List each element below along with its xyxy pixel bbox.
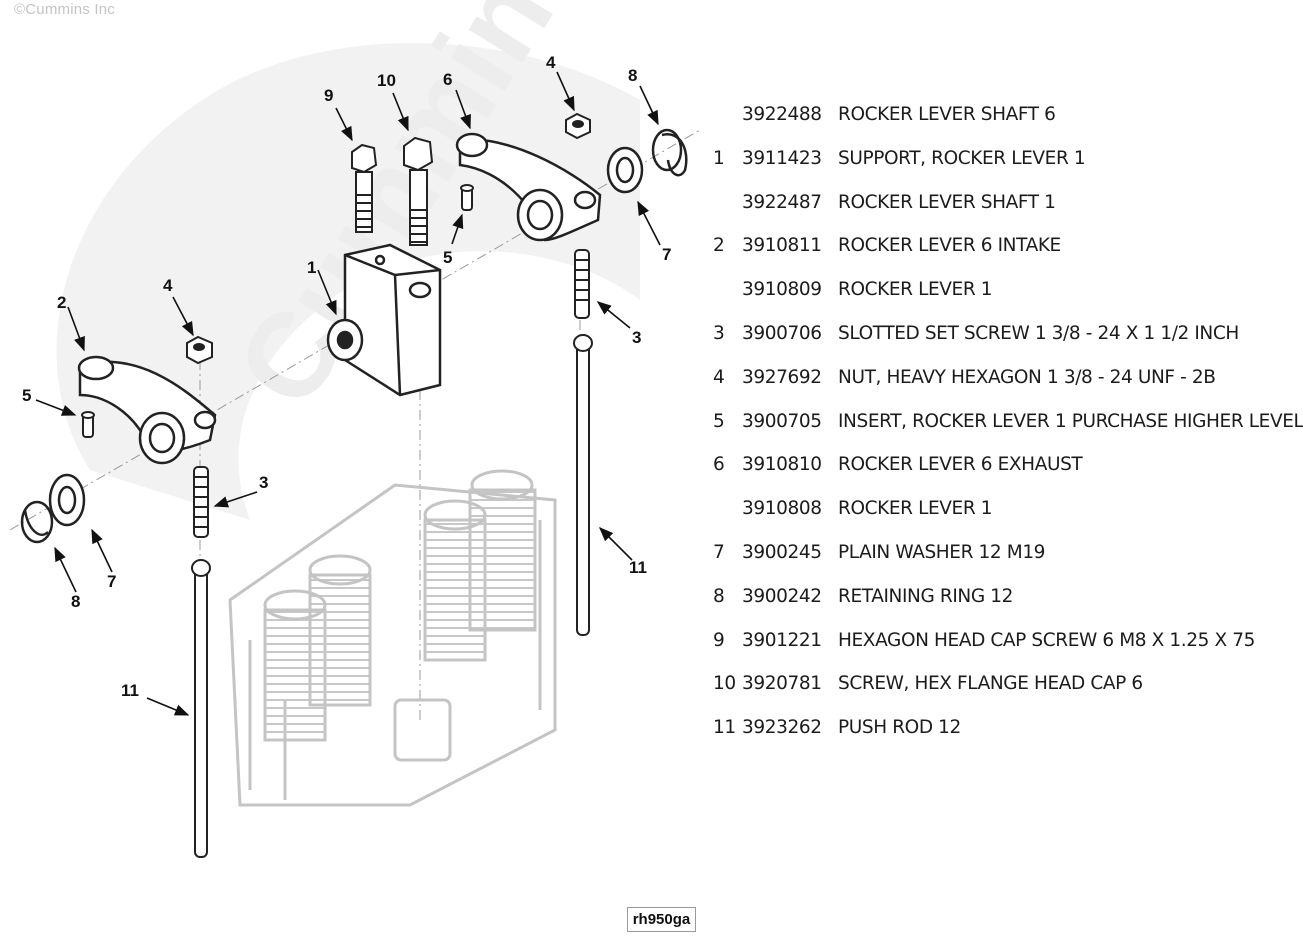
parts-list-row: 11 3923262 PUSH ROD 12 <box>706 709 1280 753</box>
part-description: ROCKER LEVER 6 INTAKE <box>838 235 1061 257</box>
callout-leaders <box>35 71 661 716</box>
heavy-hex-nut-left <box>186 335 213 365</box>
part-number: 3900705 <box>742 410 822 432</box>
part-ref-number: 2 <box>713 235 725 257</box>
part-number: 3910809 <box>742 279 822 301</box>
parts-list-row: 7 3900245 PLAIN WASHER 12 M19 <box>706 534 1280 578</box>
set-screw-right <box>574 249 590 319</box>
callout-label: 2 <box>57 293 66 312</box>
hex-cap-screw-9 <box>351 143 378 233</box>
part-number: 3923262 <box>742 717 822 739</box>
part-ref-number: 10 <box>713 673 736 695</box>
set-screw-left <box>193 466 209 538</box>
part-number: 3900242 <box>742 585 822 607</box>
part-description: HEXAGON HEAD CAP SCREW 6 M8 X 1.25 X 75 <box>838 629 1255 651</box>
part-description: RETAINING RING 12 <box>838 585 1013 607</box>
part-description: PUSH ROD 12 <box>838 717 961 739</box>
part-number: 3911423 <box>742 147 822 169</box>
parts-list-row: 3910808 ROCKER LEVER 1 <box>706 490 1280 534</box>
part-ref-number: 8 <box>713 585 725 607</box>
callout-label: 9 <box>324 86 333 105</box>
part-ref-number: 1 <box>713 147 725 169</box>
callout-label: 1 <box>307 258 316 277</box>
part-description: SCREW, HEX FLANGE HEAD CAP 6 <box>838 673 1143 695</box>
callout-label: 8 <box>628 66 637 85</box>
insert-right <box>460 184 474 211</box>
part-description: SLOTTED SET SCREW 1 3/8 - 24 X 1 1/2 INC… <box>838 322 1239 344</box>
part-number: 3900706 <box>742 322 822 344</box>
push-rod-right <box>573 334 593 636</box>
parts-list-row: 3922487 ROCKER LEVER SHAFT 1 <box>706 184 1280 228</box>
part-ref-number: 6 <box>713 454 725 476</box>
part-ref-number: 5 <box>713 410 725 432</box>
parts-list-row: 2 3910811 ROCKER LEVER 6 INTAKE <box>706 227 1280 271</box>
callout-label: 4 <box>546 53 556 72</box>
cylinder-head-outline <box>228 469 557 807</box>
part-description: ROCKER LEVER 6 EXHAUST <box>838 454 1083 476</box>
part-number: 3910810 <box>742 454 822 476</box>
figure-id-label: rh950ga <box>627 907 696 932</box>
parts-list-row: 6 3910810 ROCKER LEVER 6 EXHAUST <box>706 446 1280 490</box>
part-description: ROCKER LEVER SHAFT 6 <box>838 104 1056 125</box>
part-number: 3927692 <box>742 366 822 388</box>
washers-right <box>606 128 688 194</box>
part-description: NUT, HEAVY HEXAGON 1 3/8 - 24 UNF - 2B <box>838 366 1216 388</box>
parts-list: 3922488 ROCKER LEVER SHAFT 6 1 3911423 SUPPO… <box>706 96 1303 753</box>
callout-label: 5 <box>22 386 31 405</box>
callout-label: 7 <box>107 572 116 591</box>
rocker-lever-right <box>455 132 602 242</box>
part-number: 3901221 <box>742 629 822 651</box>
hex-flange-screw-10 <box>403 136 434 246</box>
part-number: 3920781 <box>742 673 822 695</box>
push-rod-left <box>191 559 211 858</box>
insert-left <box>81 411 95 438</box>
copyright-notice: ©Cummins Inc <box>14 1 115 18</box>
part-description: INSERT, ROCKER LEVER 1 PURCHASE HIGHER L… <box>838 410 1303 432</box>
callout-label: 3 <box>632 328 641 347</box>
part-number: 3900245 <box>742 541 822 563</box>
callout-numbers: 9 10 6 4 8 7 5 1 3 2 4 5 3 7 8 11 11 <box>22 53 671 700</box>
callout-label: 6 <box>443 70 452 89</box>
callout-label: 10 <box>377 71 396 90</box>
callout-label: 8 <box>71 592 80 611</box>
part-ref-number: 4 <box>713 366 725 388</box>
part-ref-number: 9 <box>713 629 725 651</box>
parts-list-row: 4 3927692 NUT, HEAVY HEXAGON 1 3/8 - 24 UN… <box>706 359 1280 403</box>
part-description: SUPPORT, ROCKER LEVER 1 <box>838 147 1086 169</box>
callout-label: 11 <box>121 681 139 700</box>
rocker-lever-support <box>326 243 442 397</box>
parts-list-row: 10 3920781 SCREW, HEX FLANGE HEAD CAP 6 <box>706 665 1280 709</box>
exploded-parts-diagram: Cummins <box>9 0 701 858</box>
parts-list-row: 9 3901221 HEXAGON HEAD CAP SCREW 6 M8 X 1.… <box>706 622 1280 666</box>
part-description: ROCKER LEVER 1 <box>838 498 993 520</box>
part-number: 3922488 <box>742 104 822 125</box>
rocker-lever-left <box>77 355 217 465</box>
parts-list-row: 1 3911423 SUPPORT, ROCKER LEVER 1 <box>706 140 1280 184</box>
part-ref-number: 3 <box>713 322 725 344</box>
callout-label: 3 <box>259 473 268 492</box>
part-description: PLAIN WASHER 12 M19 <box>838 541 1046 563</box>
heavy-hex-nut-right <box>565 112 591 140</box>
part-description: ROCKER LEVER SHAFT 1 <box>838 191 1056 213</box>
parts-list-row: 3922488 ROCKER LEVER SHAFT 6 <box>706 96 1280 140</box>
callout-label: 4 <box>163 276 173 295</box>
part-number: 3910811 <box>742 235 822 257</box>
callout-label: 7 <box>662 245 671 264</box>
parts-list-row: 3 3900706 SLOTTED SET SCREW 1 3/8 - 24 X 1… <box>706 315 1280 359</box>
callout-label: 11 <box>629 558 647 577</box>
part-ref-number: 7 <box>713 541 725 563</box>
part-number: 3910808 <box>742 498 822 520</box>
callout-label: 5 <box>443 248 452 267</box>
parts-list-row: 3910809 ROCKER LEVER 1 <box>706 271 1280 315</box>
part-description: ROCKER LEVER 1 <box>838 279 993 301</box>
washers-left <box>20 473 86 544</box>
parts-list-row: 8 3900242 RETAINING RING 12 <box>706 578 1280 622</box>
part-ref-number: 11 <box>713 717 736 739</box>
parts-list-row: 5 3900705 INSERT, ROCKER LEVER 1 PURCHASE … <box>706 403 1303 447</box>
part-number: 3922487 <box>742 191 822 213</box>
